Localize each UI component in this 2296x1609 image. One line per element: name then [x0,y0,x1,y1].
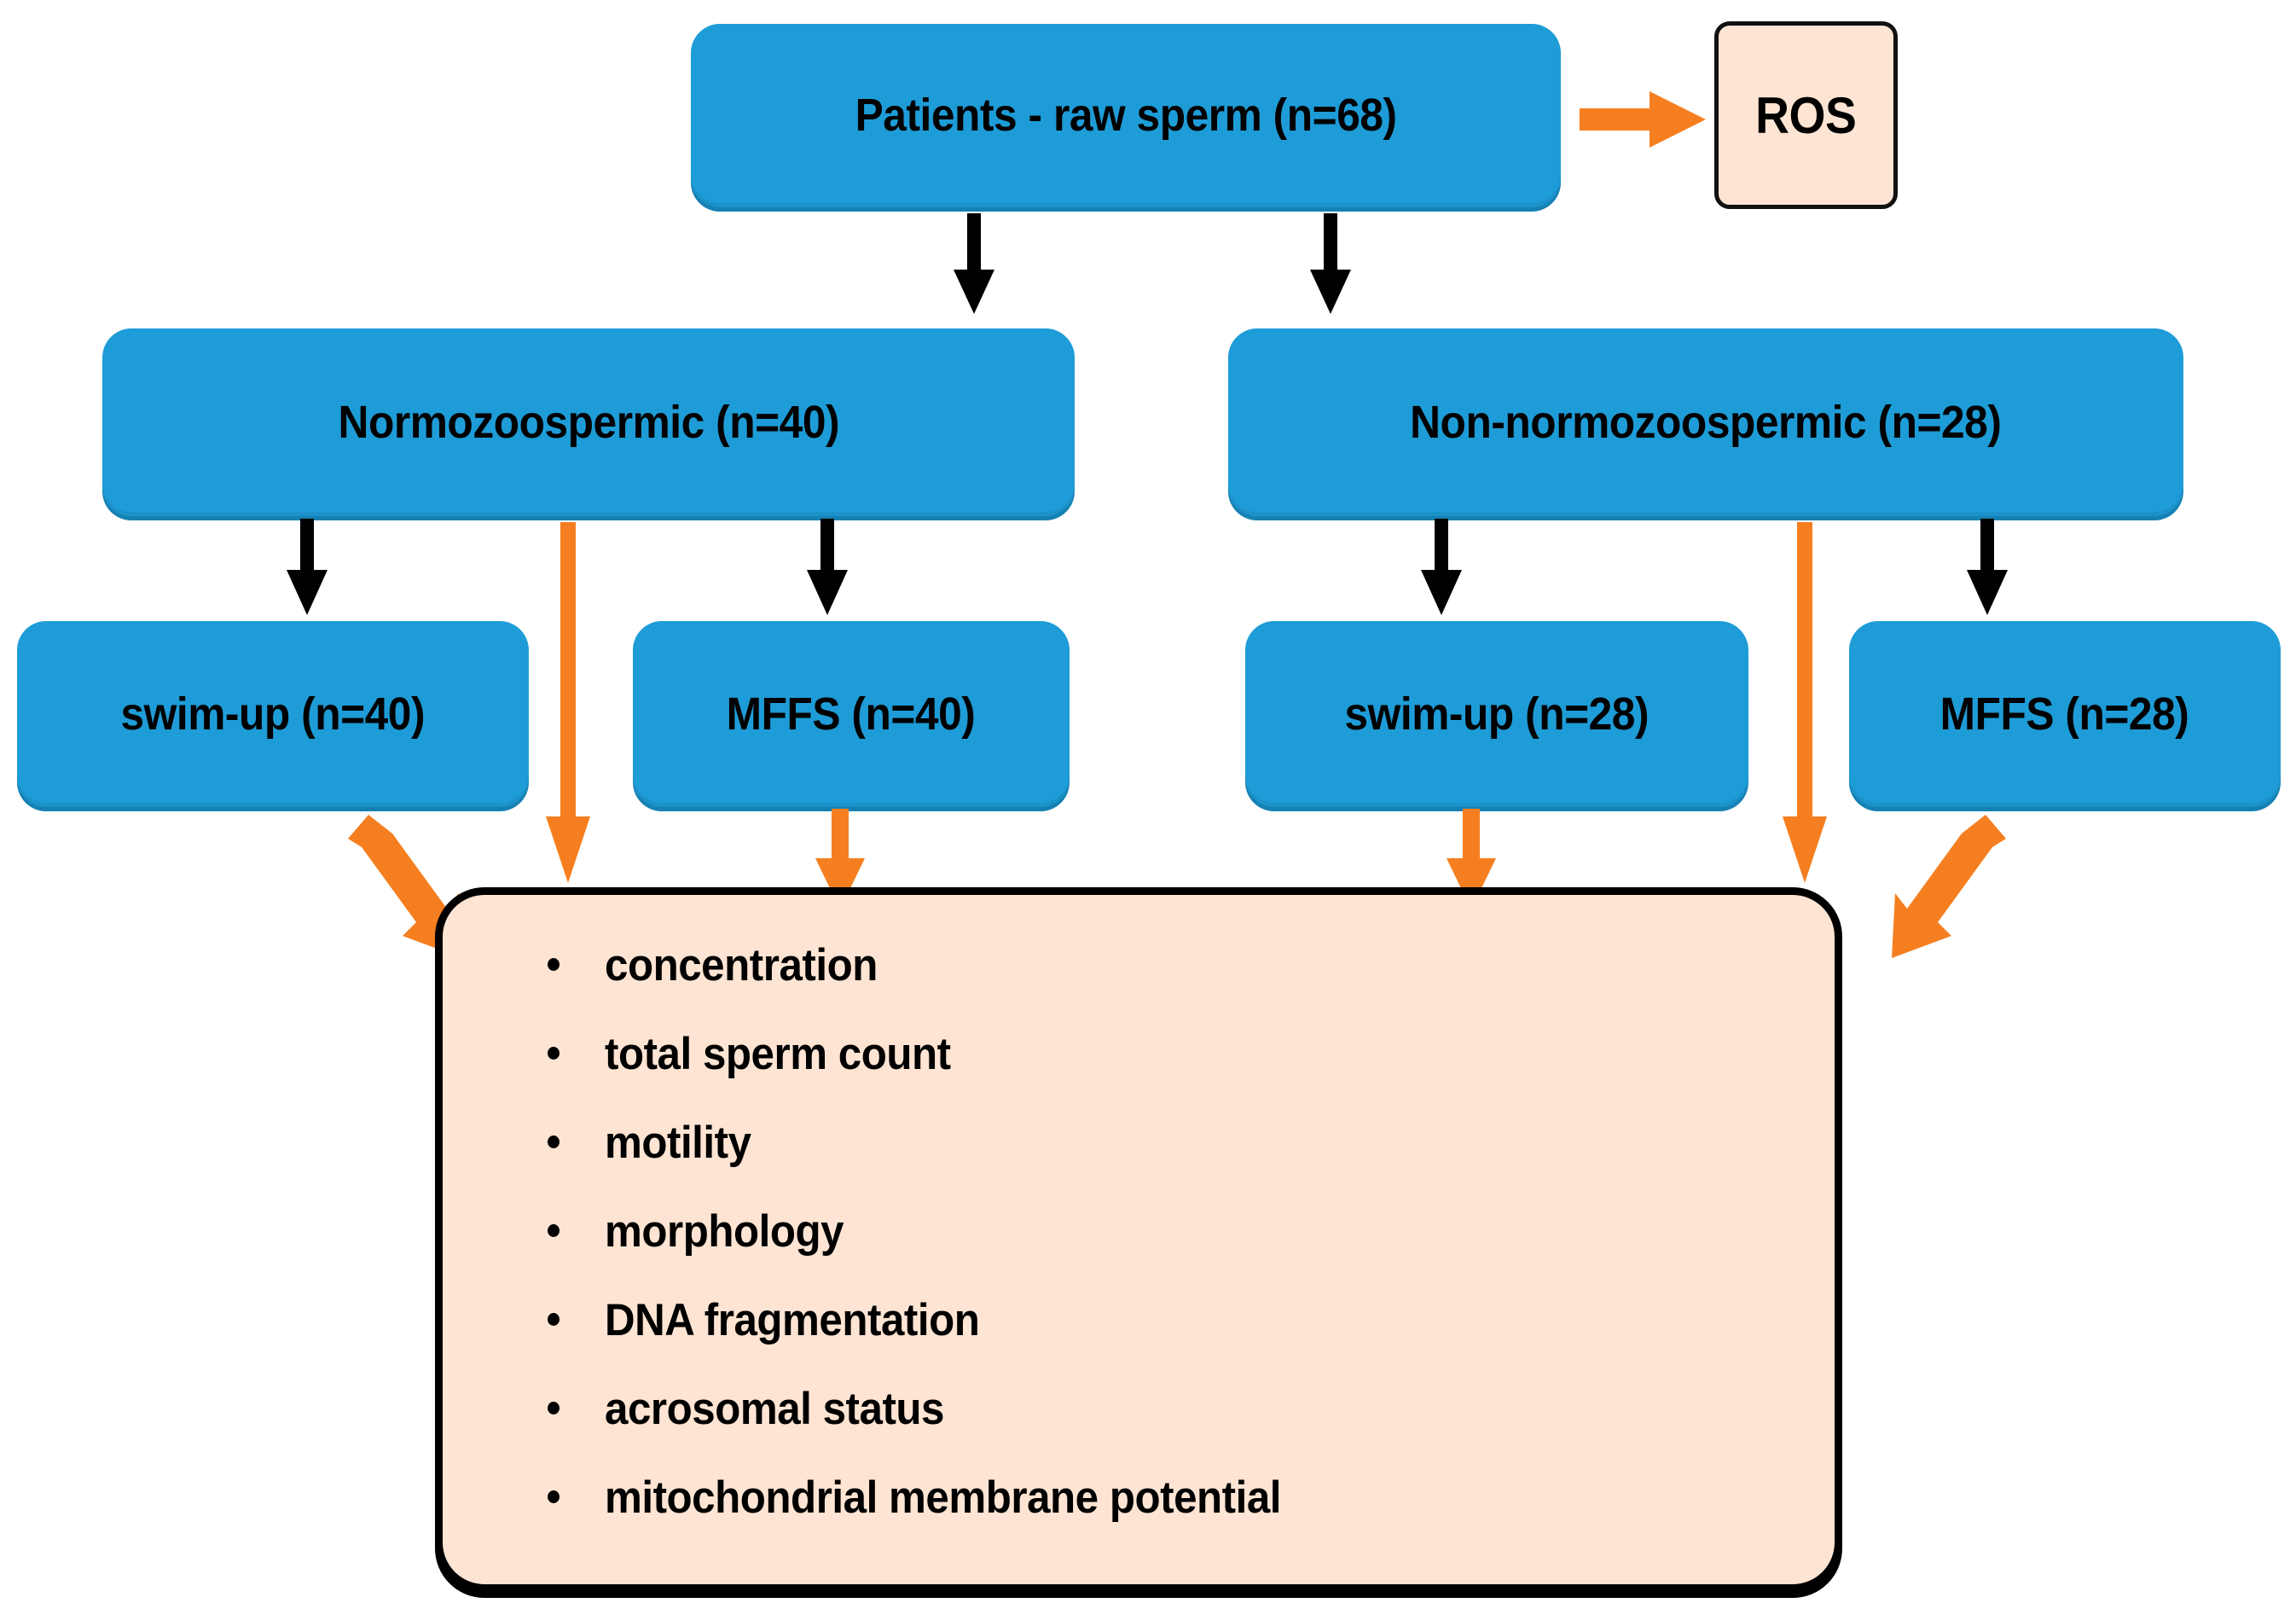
arrow-normozoospermic-to-swimup [281,519,333,617]
bullet-icon [548,1136,560,1148]
bullet-icon [548,1047,560,1060]
node-normo-swim-up-label: swim-up (n=40) [120,688,426,740]
list-item-label: total sperm count [605,1029,951,1079]
arrow-non-normozoospermic-to-mffs [1962,519,2013,617]
list-item: DNA fragmentation [548,1295,1748,1345]
node-normo-swim-up[interactable]: swim-up (n=40) [17,621,529,807]
bullet-icon [548,1402,560,1414]
list-item-label: DNA fragmentation [605,1295,980,1345]
node-normo-mffs-label: MFFS (n=40) [727,688,976,740]
node-nonnormo-swim-up[interactable]: swim-up (n=28) [1245,621,1748,807]
node-nonnormo-mffs-label: MFFS (n=28) [1940,688,2189,740]
outcomes-panel: concentration total sperm count motility… [435,887,1842,1592]
arrow-non-normozoospermic-to-swimup [1416,519,1467,617]
node-normozoospermic-label: Normozoospermic (n=40) [338,396,839,448]
list-item: motility [548,1118,1748,1168]
arrow-non-normozoospermic-to-outcomes [1774,522,1834,885]
node-normo-mffs[interactable]: MFFS (n=40) [633,621,1070,807]
node-ros[interactable]: ROS [1714,21,1898,209]
list-item: concentration [548,940,1748,990]
node-patients-raw-sperm-label: Patients - raw sperm (n=68) [855,90,1397,142]
arrow-nonnormo-mffs-to-outcomes [1851,815,2013,960]
arrow-patients-to-non-normozoospermic [1305,213,1356,316]
arrow-patients-to-ros [1580,90,1708,149]
node-normozoospermic[interactable]: Normozoospermic (n=40) [102,328,1075,516]
list-item-label: concentration [605,940,878,990]
list-item-label: morphology [605,1206,844,1257]
list-item-label: mitochondrial membrane potential [605,1472,1282,1523]
node-nonnormo-mffs[interactable]: MFFS (n=28) [1849,621,2281,807]
arrow-normozoospermic-to-mffs [802,519,853,617]
node-ros-label: ROS [1755,86,1857,144]
node-nonnormo-swim-up-label: swim-up (n=28) [1344,688,1650,740]
arrow-normo-swimup-to-outcomes [341,815,503,960]
outcomes-list: concentration total sperm count motility… [443,895,1835,1520]
list-item-label: motility [605,1118,751,1168]
arrow-nonnormo-swimup-to-outcomes [1441,809,1501,911]
bullet-icon [548,958,560,971]
node-patients-raw-sperm[interactable]: Patients - raw sperm (n=68) [691,24,1561,207]
arrow-normozoospermic-to-outcomes [537,522,597,885]
node-non-normozoospermic[interactable]: Non-normozoospermic (n=28) [1228,328,2183,516]
list-item-label: acrosomal status [605,1384,945,1434]
bullet-icon [548,1224,560,1237]
list-item: mitochondrial membrane potential [548,1472,1748,1523]
bullet-icon [548,1313,560,1326]
list-item: morphology [548,1206,1748,1257]
list-item: total sperm count [548,1029,1748,1079]
node-non-normozoospermic-label: Non-normozoospermic (n=28) [1410,396,2002,448]
arrow-patients-to-normozoospermic [948,213,1000,316]
arrow-normo-mffs-to-outcomes [810,809,870,911]
list-item: acrosomal status [548,1384,1748,1434]
bullet-icon [548,1490,560,1503]
